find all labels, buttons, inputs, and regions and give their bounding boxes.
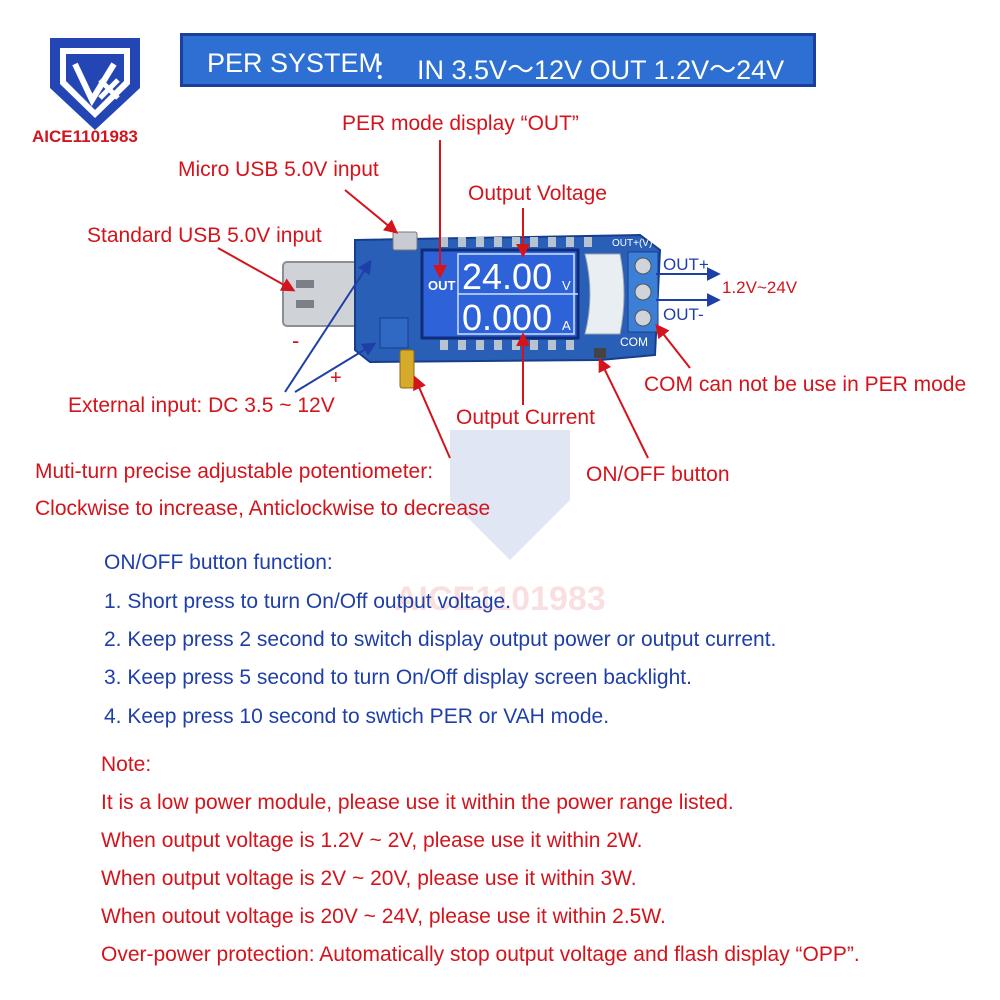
logo-text: AICE1101983 xyxy=(32,127,138,146)
board-out-v-label: OUT+(V) xyxy=(612,238,652,249)
spec-banner: PER SYSTEM ： IN 3.5V～12V OUT 1.2V～24V xyxy=(180,33,816,87)
watermark-text: AICE1101983 xyxy=(394,580,606,618)
callout-micro-usb: Micro USB 5.0V input xyxy=(178,158,379,181)
callout-pot-line1: Muti-turn precise adjustable potentiomet… xyxy=(35,460,434,483)
callout-com-note: COM can not be use in PER mode xyxy=(644,373,967,396)
pcb-board: OUT 24.00 V 0.000 A OUT+(V) COM xyxy=(354,231,662,389)
function-item: 2. Keep press 2 second to switch display… xyxy=(104,628,777,651)
callout-per-mode: PER mode display “OUT” xyxy=(342,112,579,135)
banner-prefix: PER SYSTEM xyxy=(207,48,382,78)
callout-external-input: External input: DC 3.5 ~ 12V xyxy=(68,394,335,417)
lcd-current-unit: A xyxy=(562,318,571,333)
banner-colon: ： xyxy=(373,55,400,85)
callout-arrows xyxy=(217,140,691,459)
functions-title: ON/OFF button function: xyxy=(104,551,333,574)
callout-out-minus: OUT- xyxy=(663,305,704,324)
callout-plus: + xyxy=(330,367,342,389)
banner-spec: IN 3.5V～12V OUT 1.2V～24V xyxy=(417,55,785,85)
on-off-button-part xyxy=(594,348,606,358)
function-item: 4. Keep press 10 second to swtich PER or… xyxy=(104,705,610,728)
lcd-mode-text: OUT xyxy=(428,278,456,293)
callout-minus: - xyxy=(292,328,300,353)
watermark: AICE1101983 xyxy=(390,420,630,620)
note-line: It is a low power module, please use it … xyxy=(101,791,734,814)
lcd-voltage-unit: V xyxy=(562,278,571,293)
watermark-icon: AICE1101983 xyxy=(394,430,606,618)
usb-plug xyxy=(282,261,374,327)
callout-out-range: 1.2V~24V xyxy=(722,278,798,297)
note-line: When output voltage is 1.2V ~ 2V, please… xyxy=(101,829,643,852)
lcd-current-reading: 0.000 xyxy=(462,297,552,338)
lcd-voltage-reading: 24.00 xyxy=(462,256,552,297)
note-title: Note: xyxy=(101,753,152,776)
note-line: Over-power protection: Automatically sto… xyxy=(101,943,860,966)
callout-output-voltage: Output Voltage xyxy=(468,182,607,205)
callout-out-plus: OUT+ xyxy=(663,255,709,274)
function-item: 3. Keep press 5 second to turn On/Off di… xyxy=(104,666,692,689)
note-line: When outout voltage is 20V ~ 24V, please… xyxy=(101,905,666,928)
callout-pot-line2: Clockwise to increase, Anticlockwise to … xyxy=(35,497,491,520)
callout-on-off-button: ON/OFF button xyxy=(586,463,730,486)
logo-icon: AICE1101983 xyxy=(32,38,140,146)
callout-output-current: Output Current xyxy=(456,406,595,429)
callout-standard-usb: Standard USB 5.0V input xyxy=(87,224,322,247)
micro-usb-port xyxy=(392,231,418,251)
note-line: When output voltage is 2V ~ 20V, please … xyxy=(101,867,637,890)
potentiometer-screw xyxy=(399,349,415,389)
brand-logo: AICE1101983 xyxy=(30,30,160,150)
board-com-label: COM xyxy=(620,335,648,349)
function-item: 1. Short press to turn On/Off output vol… xyxy=(104,590,512,613)
input-arrows xyxy=(284,259,721,393)
